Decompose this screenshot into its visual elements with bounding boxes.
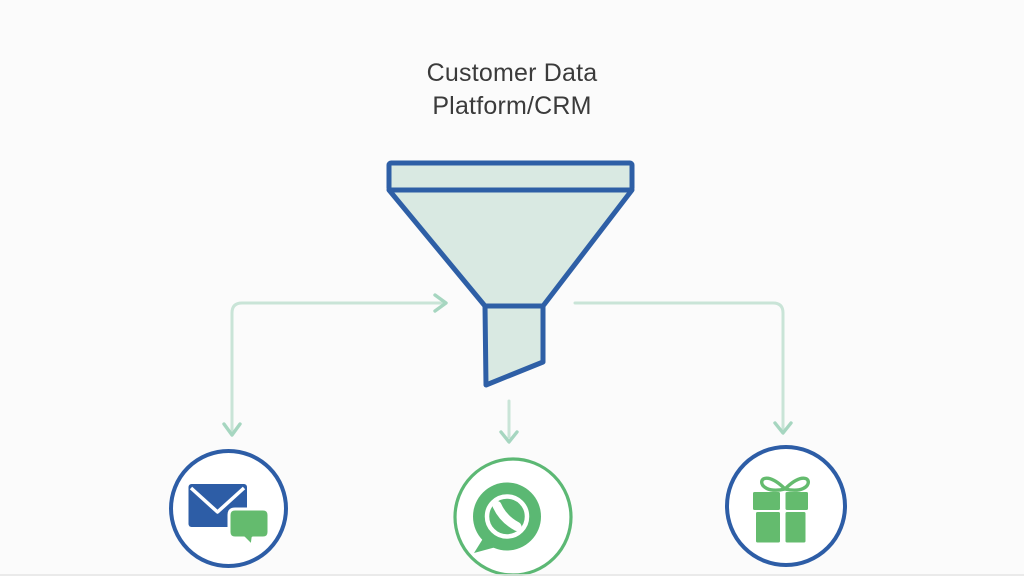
whatsapp-ring [484,494,530,539]
flow-arrows [222,293,793,444]
arrow-head-down-left-icon [222,422,242,437]
title-line-1: Customer Data [426,59,598,87]
arrow-head-down-right-icon [773,421,793,435]
funnel-shape [386,160,635,388]
diagram-title: Customer Data Platform/CRM [302,57,722,123]
node-email-chat [169,449,288,568]
arrow-heads [222,293,793,444]
arrow-head-right-icon [433,293,448,313]
gift-lid-right [785,492,808,510]
gift-icon [753,476,810,543]
bottom-edge-shadow [0,574,1024,576]
node-gift [725,445,847,567]
arrow-right-path [573,301,785,433]
title-line-2: Platform/CRM [432,92,592,120]
gift-box-left [756,512,780,543]
whatsapp-bubble-tail [474,537,496,553]
node-whatsapp [453,457,573,576]
funnel-body [386,187,635,309]
funnel-spout [482,303,546,388]
chat-bubble-icon [227,507,271,548]
whatsapp-icon [473,482,541,553]
arrow-left-path [230,301,447,435]
gift-bow-icon [760,476,810,492]
funnel-top-band [386,160,635,193]
envelope-flap [189,486,246,514]
gift-box-right [785,512,806,543]
whatsapp-phone-glyph [492,501,522,531]
arrow-head-down-center-icon [499,430,519,444]
gift-lid-left [753,492,780,510]
